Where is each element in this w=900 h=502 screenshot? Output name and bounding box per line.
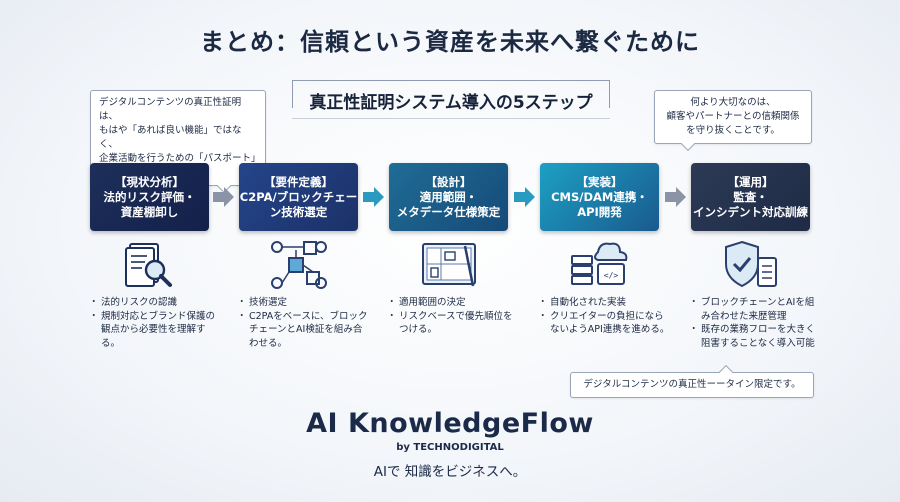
list-item: 技術選定 [237, 296, 370, 310]
callout-tail [718, 364, 734, 380]
arrow-right-icon [213, 187, 234, 207]
step-line: メタデータ仕様策定 [396, 204, 501, 219]
callout-bottom-text: デジタルコンテンツの真正性ーータイン限定です。 [583, 379, 801, 390]
main-title: まとめ：信頼という資産を未来へ繋ぐために [200, 28, 700, 56]
callout-left-line: もはや「あれば良い機能」ではなく、 [99, 125, 242, 150]
callout-left-line: デジタルコンテンツの真正性証明は、 [99, 97, 242, 122]
callout-left-line: 企業活動を行うための「パスポート」 [99, 153, 261, 164]
step-line: 監査・ [733, 189, 768, 204]
step-box-operation: 【運用】 監査・ インシデント対応訓練 [691, 163, 810, 231]
list-item: ブロックチェーンとAIを組み合わせた来歴管理 [689, 296, 822, 323]
server-cloud-icon: </> [571, 242, 628, 285]
frame-line-bottom [292, 118, 610, 119]
document-search-icon [125, 243, 172, 287]
bullet-list-requirements: 技術選定 C2PAをベースに、ブロックチェーンとAI検証を組み合わせる。 [237, 296, 370, 351]
list-item: C2PAをベースに、ブロックチェーンとAI検証を組み合わせる。 [237, 310, 370, 351]
frame-line-top [292, 80, 610, 81]
step-tag: 【実装】 [576, 174, 623, 189]
step-line: API開発 [577, 204, 622, 219]
list-item: クリエイターの負担にならないようAPI連携を進める。 [538, 310, 671, 337]
bullet-list-implementation: 自動化された実装 クリエイターの負担にならないようAPI連携を進める。 [538, 296, 671, 337]
step-box-design: 【設計】 適用範囲・ メタデータ仕様策定 [389, 163, 508, 231]
step-line: 資産棚卸し [120, 204, 179, 219]
arrow-right-icon [514, 187, 535, 207]
tech-network-icon [271, 241, 327, 289]
step-box-requirements: 【要件定義】 C2PA/ブロックチェー ン技術選定 [239, 163, 358, 231]
bullet-list-design: 適用範囲の決定 リスクベースで優先順位をつける。 [387, 296, 520, 337]
bullet-list-analysis: 法的リスクの認識 規制対応とブランド保護の観点から必要性を理解する。 [89, 296, 222, 351]
step-tag: 【設計】 [425, 174, 472, 189]
bullet-list-operation: ブロックチェーンとAIを組み合わせた来歴管理 既存の業務フローを大きく阻害するこ… [689, 296, 822, 350]
step-line: ン技術選定 [269, 204, 328, 219]
blueprint-icon [422, 243, 476, 287]
brand-byline: by TECHNODIGITAL [396, 442, 504, 453]
arrow-right-icon [363, 187, 384, 207]
frame-line-right [609, 80, 610, 108]
brand-logo: AI KnowledgeFlow [306, 408, 594, 439]
callout-right: 何より大切なのは、 顧客やパートナーとの信頼関係 を守り抜くことです。 [654, 90, 812, 152]
step-line: CMS/DAM連携・ [551, 189, 648, 204]
frame-line-left [292, 80, 293, 108]
callout-right-line: 何より大切なのは、 [690, 97, 776, 108]
step-tag: 【運用】 [727, 174, 774, 189]
step-box-implementation: 【実装】 CMS/DAM連携・ API開発 [540, 163, 659, 231]
step-box-analysis: 【現状分析】 法的リスク評価・ 資産棚卸し [90, 163, 209, 231]
list-item: リスクベースで優先順位をつける。 [387, 310, 520, 337]
shield-checklist-icon [725, 240, 777, 288]
step-line: 法的リスク評価・ [103, 189, 196, 204]
step-line: インシデント対応訓練 [693, 204, 808, 219]
list-item: 規制対応とブランド保護の観点から必要性を理解する。 [89, 310, 222, 351]
list-item: 法的リスクの認識 [89, 296, 222, 310]
callout-bottom: デジタルコンテンツの真正性ーータイン限定です。 [570, 364, 814, 398]
step-tag: 【現状分析】 [115, 174, 184, 189]
callout-tail [680, 136, 696, 152]
callout-right-line: を守り抜くことです。 [686, 125, 780, 136]
step-line: C2PA/ブロックチェー [239, 189, 358, 204]
svg-text:</>: </> [604, 271, 619, 280]
brand-tagline: AIで 知識をビジネスへ。 [373, 464, 527, 480]
list-item: 自動化された実装 [538, 296, 671, 310]
list-item: 適用範囲の決定 [387, 296, 520, 310]
callout-right-line: 顧客やパートナーとの信頼関係 [666, 111, 800, 122]
arrow-right-icon [665, 187, 686, 207]
step-tag: 【要件定義】 [264, 174, 333, 189]
step-line: 適用範囲・ [419, 189, 478, 204]
step-title: 真正性証明システム導入の5ステップ [309, 93, 593, 113]
list-item: 既存の業務フローを大きく阻害することなく導入可能 [689, 323, 822, 350]
